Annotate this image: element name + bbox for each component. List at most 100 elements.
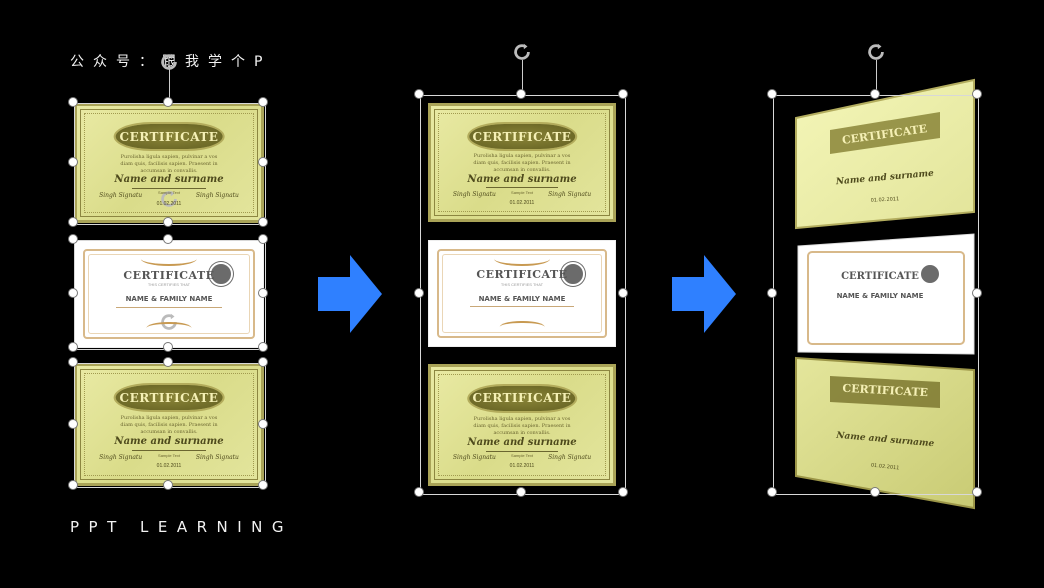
certificate-name: Name and surname: [114, 174, 224, 186]
certificate-date: 01.02.2011: [871, 463, 900, 472]
gold-certificate-top[interactable]: CERTIFICATE Name and surname 01.02.2011: [795, 78, 975, 230]
resize-handle-icon[interactable]: [258, 234, 268, 244]
resize-handle-icon[interactable]: [258, 157, 268, 167]
resize-handle-icon[interactable]: [163, 97, 173, 107]
resize-handle-icon[interactable]: [258, 480, 268, 490]
name-line: [132, 188, 206, 190]
certificate-body: Purolisha ligula sapien, pulvinar a vos …: [473, 153, 571, 174]
certificate-subtext: Sample Text: [158, 452, 180, 458]
resize-handle-icon[interactable]: [258, 288, 268, 298]
rotate-handle-icon[interactable]: [158, 188, 180, 210]
gold-certificate-bottom[interactable]: CERTIFICATE Name and surname 01.02.2011: [795, 356, 975, 510]
signature-right: Singh Signatu: [195, 191, 239, 199]
certificate-body: Purolisha ligula sapien, pulvinar a vos …: [120, 153, 218, 174]
resize-handle-icon[interactable]: [258, 217, 268, 227]
rotate-handle-icon[interactable]: [865, 41, 887, 63]
certificate-name: Name and surname: [467, 173, 577, 185]
name-line: [116, 306, 222, 308]
rotate-handle-icon[interactable]: [158, 51, 180, 73]
resize-handle-icon[interactable]: [68, 157, 78, 167]
resize-handle-icon[interactable]: [618, 89, 628, 99]
certificate-title: CERTIFICATE: [841, 271, 919, 282]
resize-handle-icon[interactable]: [258, 357, 268, 367]
signature-left: Singh Signatu: [452, 190, 496, 198]
certificate-date: 01.02.2011: [870, 196, 899, 203]
watermark-bottom: PPT LEARNING: [70, 518, 294, 536]
resize-handle-icon[interactable]: [972, 288, 982, 298]
certificate-subtext: Sample Text: [158, 190, 180, 196]
name-line: [132, 450, 206, 452]
white-certificate-middle[interactable]: CERTIFICATE NAME & FAMILY NAME: [797, 233, 975, 355]
resize-handle-icon[interactable]: [68, 480, 78, 490]
gold-certificate-bottom[interactable]: CERTIFICATE Purolisha ligula sapien, pul…: [428, 364, 616, 486]
certificate-date: 01.02.2011: [509, 463, 535, 470]
resize-handle-icon[interactable]: [767, 288, 777, 298]
signature-right: Singh Signatu: [548, 190, 592, 198]
resize-handle-icon[interactable]: [414, 487, 424, 497]
certificate-banner: CERTIFICATE: [115, 384, 223, 411]
resize-handle-icon[interactable]: [68, 288, 78, 298]
certificate-title: CERTIFICATE: [119, 390, 219, 405]
gold-certificate-top[interactable]: CERTIFICATE Purolisha ligula sapien, pul…: [74, 103, 264, 223]
resize-handle-icon[interactable]: [68, 357, 78, 367]
crown-ornament: [140, 252, 198, 267]
certificate-title: CERTIFICATE: [119, 129, 219, 144]
resize-handle-icon[interactable]: [258, 97, 268, 107]
certificate-title: CERTIFICATE: [472, 391, 572, 406]
certificate-title: CERTIFICATE: [476, 268, 568, 282]
resize-handle-icon[interactable]: [163, 480, 173, 490]
certificate-date: 01.02.2011: [156, 463, 182, 470]
certificate-subtitle: THIS CERTIFIES THAT: [147, 282, 191, 288]
certificate-name: NAME & FAMILY NAME: [125, 295, 213, 304]
watermark-top: 公众号：跟我学个P: [70, 54, 272, 70]
certificate-title: CERTIFICATE: [472, 129, 572, 144]
resize-handle-icon[interactable]: [68, 217, 78, 227]
resize-handle-icon[interactable]: [767, 89, 777, 99]
white-certificate-middle[interactable]: CERTIFICATE THIS CERTIFIES THAT NAME & F…: [74, 240, 264, 348]
resize-handle-icon[interactable]: [163, 342, 173, 352]
resize-handle-icon[interactable]: [163, 234, 173, 244]
resize-handle-icon[interactable]: [767, 487, 777, 497]
flourish-ornament: [146, 321, 192, 335]
rotate-handle-icon[interactable]: [511, 41, 533, 63]
resize-handle-icon[interactable]: [618, 288, 628, 298]
certificate-title: CERTIFICATE: [842, 382, 928, 399]
signature-left: Singh Signatu: [99, 453, 143, 461]
resize-handle-icon[interactable]: [870, 487, 880, 497]
certificate-subtitle: THIS CERTIFIES THAT: [500, 281, 544, 287]
gold-certificate-bottom[interactable]: CERTIFICATE Purolisha ligula sapien, pul…: [74, 363, 264, 486]
certificate-date: 01.02.2011: [509, 199, 535, 206]
white-certificate-middle[interactable]: CERTIFICATE THIS CERTIFIES THAT NAME & F…: [428, 240, 616, 347]
signature-right: Singh Signatu: [548, 454, 592, 461]
signature-right: Singh Signatu: [195, 453, 239, 461]
certificate-subtext: Sample Text: [511, 189, 533, 195]
resize-handle-icon[interactable]: [258, 342, 268, 352]
resize-handle-icon[interactable]: [870, 89, 880, 99]
gold-certificate-top[interactable]: CERTIFICATE Purolisha ligula sapien, pul…: [428, 103, 616, 222]
resize-handle-icon[interactable]: [414, 89, 424, 99]
resize-handle-icon[interactable]: [258, 419, 268, 429]
resize-handle-icon[interactable]: [163, 217, 173, 227]
right-arrow-icon: [672, 255, 736, 333]
right-arrow-icon: [318, 255, 382, 333]
resize-handle-icon[interactable]: [516, 487, 526, 497]
resize-handle-icon[interactable]: [972, 487, 982, 497]
certificate-name: NAME & FAMILY NAME: [478, 294, 566, 303]
resize-handle-icon[interactable]: [68, 342, 78, 352]
certificate-name: NAME & FAMILY NAME: [837, 292, 924, 300]
resize-handle-icon[interactable]: [68, 234, 78, 244]
certificate-body: Purolisha ligula sapien, pulvinar a vos …: [473, 415, 571, 436]
resize-handle-icon[interactable]: [618, 487, 628, 497]
signature-left: Singh Signatu: [452, 454, 496, 461]
certificate-name: Name and surname: [467, 436, 577, 448]
resize-handle-icon[interactable]: [414, 288, 424, 298]
seal-icon: [561, 262, 586, 286]
rotated-certificates: CERTIFICATE Name and surname 01.02.2011 …: [795, 78, 975, 510]
resize-handle-icon[interactable]: [68, 97, 78, 107]
resize-handle-icon[interactable]: [163, 357, 173, 367]
resize-handle-icon[interactable]: [68, 419, 78, 429]
certificate-banner: CERTIFICATE: [115, 124, 223, 150]
resize-handle-icon[interactable]: [516, 89, 526, 99]
resize-handle-icon[interactable]: [972, 89, 982, 99]
certificate-date: 01.02.2011: [156, 200, 182, 207]
